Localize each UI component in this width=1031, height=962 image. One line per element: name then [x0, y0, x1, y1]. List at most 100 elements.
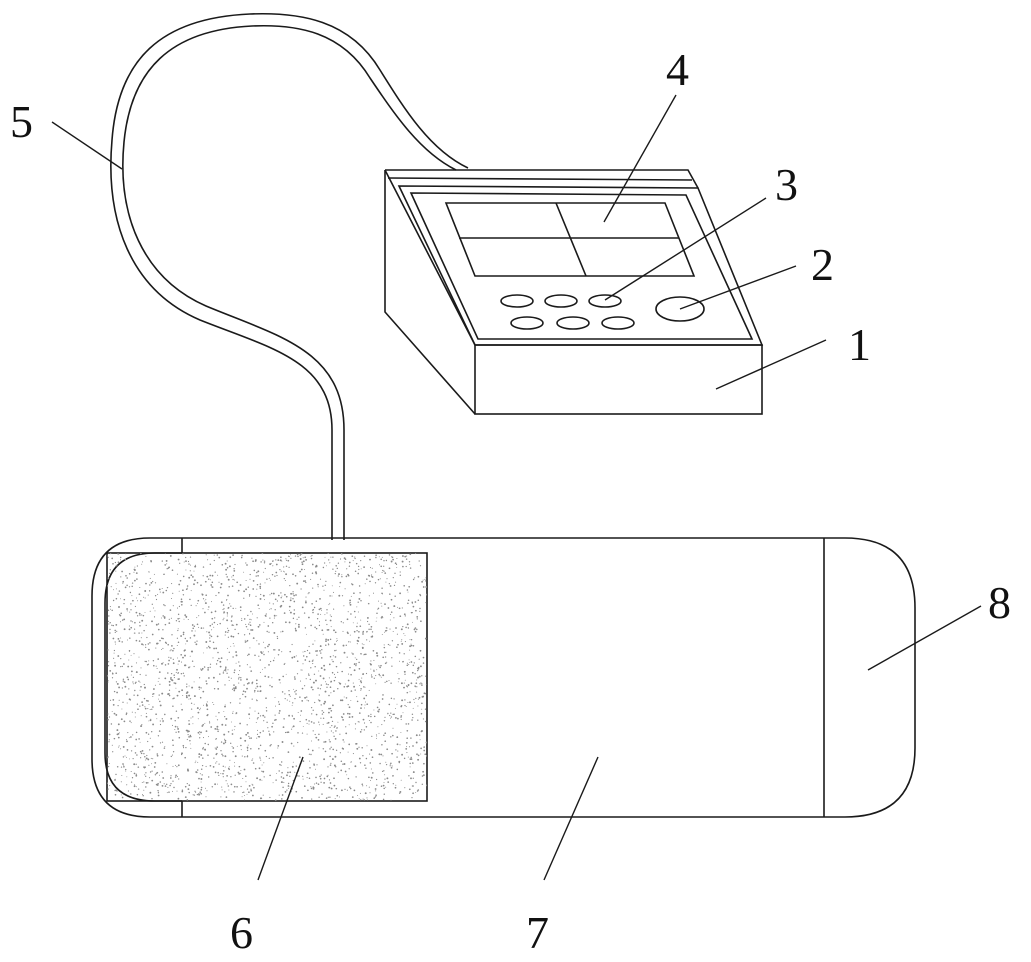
stipple-dot: [259, 585, 262, 588]
stipple-dot: [220, 773, 222, 775]
stipple-dot: [114, 778, 116, 780]
stipple-dot: [141, 563, 143, 565]
stipple-dot: [416, 616, 419, 618]
stipple-dot: [300, 669, 302, 671]
stipple-dot: [389, 613, 392, 615]
stipple-dot: [193, 665, 195, 668]
stipple-dot: [263, 560, 266, 562]
stipple-dot: [249, 624, 252, 626]
stipple-dot: [118, 640, 121, 642]
stipple-dot: [139, 614, 141, 616]
stipple-dot: [308, 674, 310, 677]
stipple-dot: [395, 581, 397, 583]
stipple-dot: [399, 574, 401, 576]
stipple-dot: [335, 787, 338, 790]
stipple-dot: [342, 739, 345, 741]
stipple-dot: [131, 582, 134, 584]
stipple-dot: [164, 746, 166, 748]
stipple-dot: [272, 592, 275, 595]
stipple-dot: [161, 692, 164, 695]
stipple-dot: [290, 554, 291, 556]
stipple-dot: [317, 739, 320, 741]
stipple-dot: [348, 641, 350, 643]
stipple-dot: [292, 593, 294, 595]
stipple-dot: [376, 654, 379, 657]
stipple-dot: [264, 749, 267, 752]
stipple-dot: [136, 793, 139, 796]
key-3[interactable]: [588, 294, 622, 308]
stipple-dot: [293, 688, 295, 690]
stipple-dot: [246, 678, 248, 681]
stipple-dot: [289, 786, 291, 788]
stipple-dot: [289, 585, 291, 587]
stipple-dot: [413, 662, 415, 664]
stipple-dot: [306, 699, 308, 701]
stipple-dot: [375, 620, 377, 622]
stipple-dot: [250, 619, 252, 621]
stipple-dot: [129, 758, 131, 760]
stipple-dot: [120, 718, 123, 721]
stipple-dot: [252, 637, 255, 639]
key-5[interactable]: [556, 316, 590, 330]
key-2[interactable]: [544, 294, 578, 308]
stipple-dot: [107, 680, 109, 682]
stipple-dot: [282, 786, 284, 789]
stipple-dot: [306, 733, 308, 735]
stipple-dot: [388, 680, 390, 682]
stipple-dot: [407, 723, 410, 725]
stipple-dot: [221, 789, 223, 791]
stipple-dot: [371, 772, 374, 774]
stipple-dot: [418, 560, 420, 562]
stipple-dot: [257, 604, 260, 607]
stipple-dot: [250, 748, 252, 750]
key-6[interactable]: [601, 316, 635, 330]
stipple-dot: [215, 762, 217, 764]
stipple-dot: [269, 602, 271, 604]
stipple-dot: [207, 669, 209, 671]
stipple-dot: [113, 589, 114, 591]
stipple-dot: [202, 757, 204, 759]
stipple-dot: [364, 704, 366, 706]
stipple-dot: [260, 651, 263, 653]
stipple-dot: [109, 569, 111, 571]
stipple-dot: [372, 592, 375, 594]
stipple-dot: [232, 712, 234, 714]
stipple-dot: [405, 685, 408, 687]
stipple-dot: [132, 683, 134, 685]
stipple-dot: [226, 613, 229, 615]
stipple-dot: [307, 789, 309, 792]
stipple-dot: [204, 742, 206, 745]
stipple-dot: [239, 606, 242, 608]
stipple-dot: [343, 685, 346, 688]
stipple-dot: [265, 615, 267, 617]
stipple-dot: [399, 615, 402, 618]
stipple-dot: [341, 595, 344, 597]
stipple-dot: [390, 736, 392, 738]
stipple-dot: [135, 597, 137, 599]
stipple-dot: [402, 625, 404, 628]
stipple-dot: [272, 659, 275, 662]
stipple-dot: [414, 655, 417, 658]
stipple-dot: [225, 796, 228, 798]
stipple-dot: [177, 613, 180, 616]
stipple-dot: [296, 660, 299, 662]
stipple-dot: [358, 568, 360, 571]
key-1[interactable]: [500, 294, 534, 308]
key-4[interactable]: [510, 316, 544, 330]
stipple-dot: [235, 623, 238, 626]
stipple-dot: [185, 694, 188, 697]
stipple-dot: [128, 737, 130, 739]
stipple-dot: [327, 796, 329, 798]
stipple-dot: [191, 624, 194, 626]
stipple-dot: [376, 735, 378, 737]
stipple-dot: [378, 665, 380, 667]
stipple-dot: [222, 672, 225, 674]
stipple-dot: [322, 585, 324, 587]
power-button[interactable]: [655, 296, 705, 322]
stipple-dot: [233, 669, 236, 671]
stipple-dot: [144, 707, 147, 710]
stipple-dot: [290, 592, 293, 595]
stipple-dot: [175, 731, 177, 733]
stipple-dot: [256, 729, 259, 731]
stipple-dot: [336, 727, 338, 729]
